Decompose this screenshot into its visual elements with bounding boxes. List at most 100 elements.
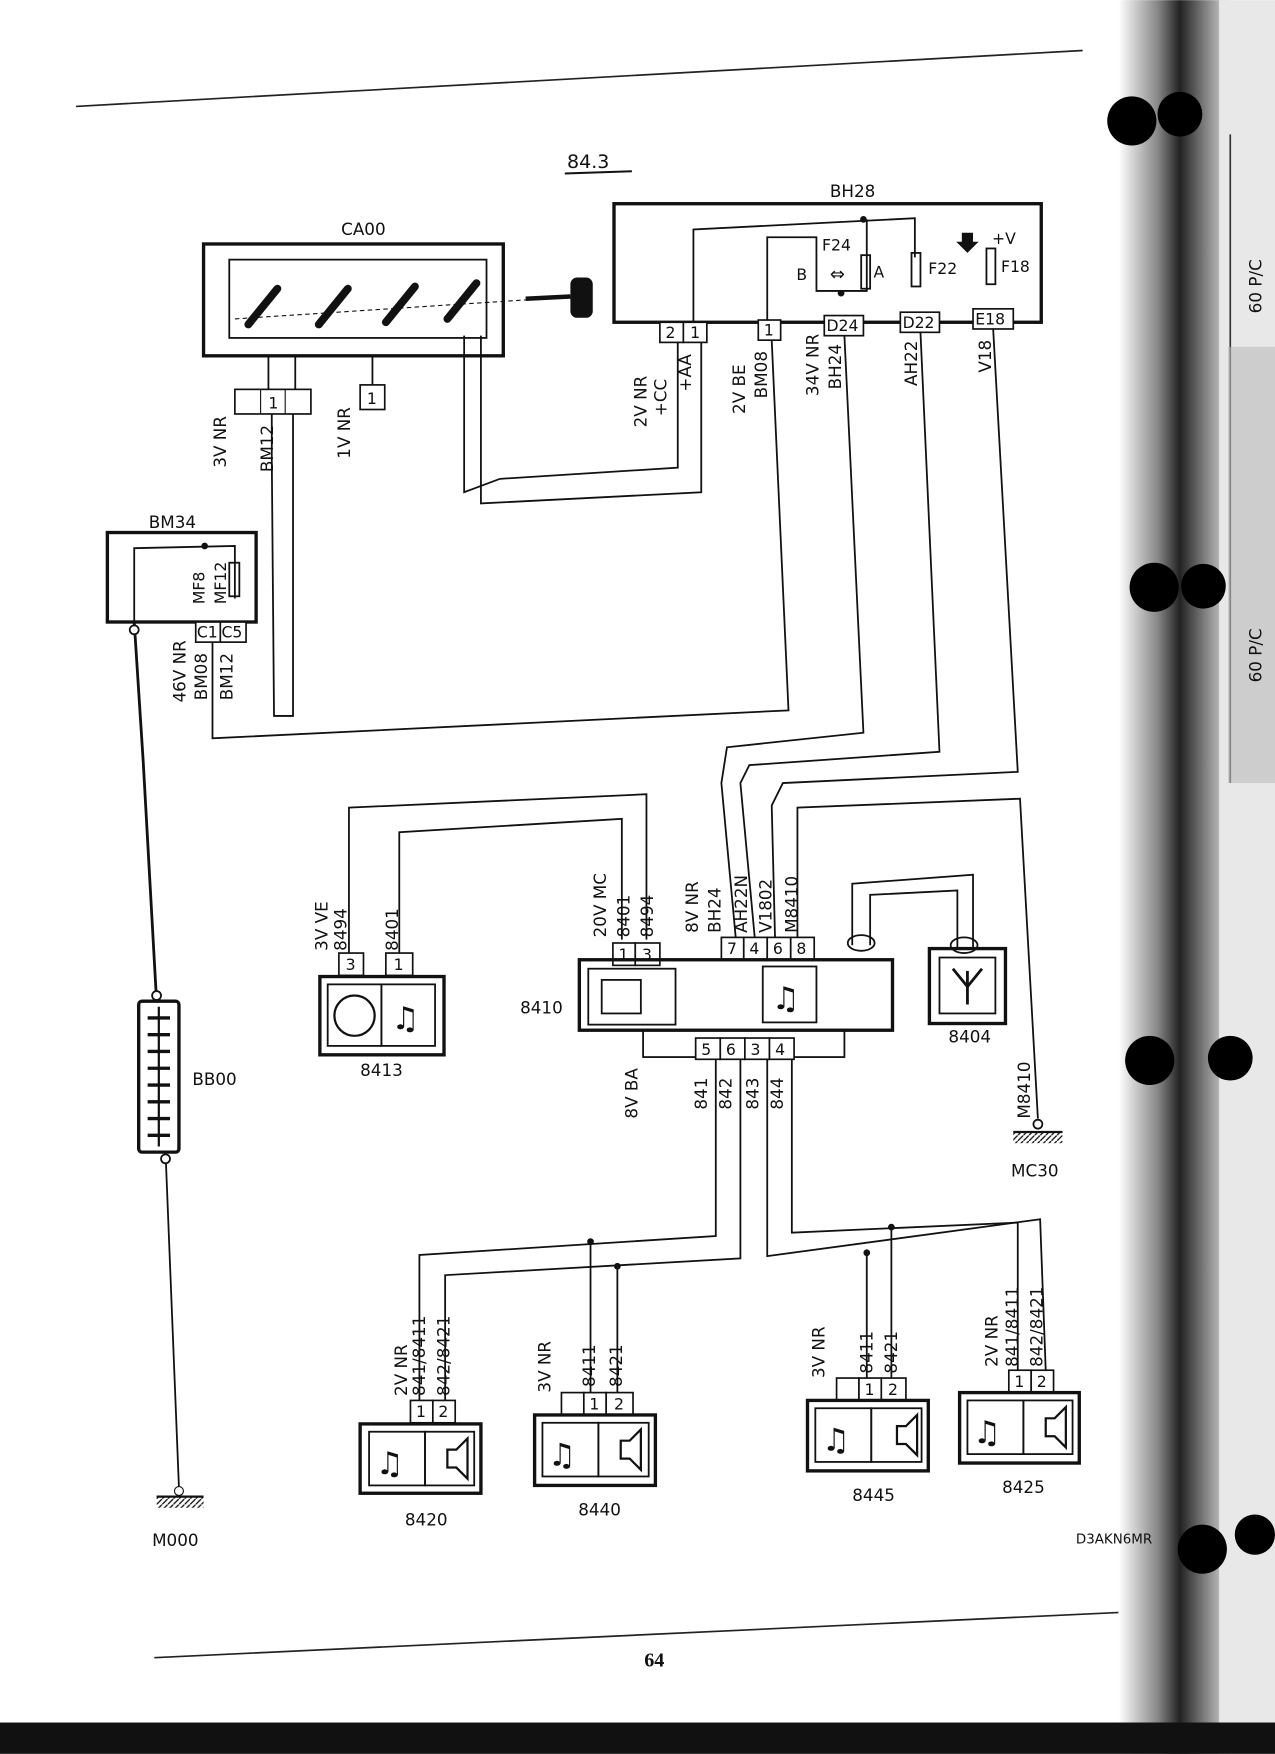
wire-label: V18 [975,340,995,373]
svg-text:4: 4 [775,1040,785,1059]
speaker-icon [1044,1404,1067,1451]
svg-text:6: 6 [773,939,783,958]
side-tab-label: 60 P/C [1246,259,1266,313]
svg-text:844: 844 [767,1078,787,1110]
page-number: 64 [644,1650,664,1672]
down-arrow-icon [956,232,979,253]
svg-text:8411: 8411 [579,1344,599,1387]
wire-label: BM08 [751,351,771,398]
svg-text:C5: C5 [221,623,242,642]
m000-label: M000 [152,1530,198,1550]
fuse-label: F22 [928,259,957,278]
svg-text:2V NR: 2V NR [391,1344,411,1396]
svg-text:8440: 8440 [578,1500,621,1520]
label-8410: 8410 [520,997,563,1017]
mc30-ground: M8410 MC30 [1011,1061,1063,1181]
svg-text:1: 1 [764,321,774,340]
svg-text:3: 3 [750,1040,760,1059]
svg-text:2: 2 [438,1402,448,1421]
svg-text:D24: D24 [827,316,859,335]
svg-text:1: 1 [865,1380,875,1399]
chip-icon [600,979,642,1015]
speaker-8425: 1 2 ♫ 2V NR 841/8411 842/8421 8425 [957,1287,1081,1497]
connector-8413: 3 1 ♫ 3V VE 8494 8401 8413 [312,901,446,1080]
svg-text:842: 842 [715,1078,735,1110]
swap-arrow-icon: ⇔ [830,264,845,285]
svg-text:8421: 8421 [606,1344,626,1387]
music-note-icon: ♫ [822,1423,850,1459]
svg-text:V1802: V1802 [756,879,776,933]
svg-text:843: 843 [742,1078,762,1110]
music-note-icon: ♫ [973,1415,1001,1451]
wire-label: BH24 [825,344,845,389]
svg-text:7: 7 [727,939,737,958]
svg-text:1: 1 [1014,1372,1024,1391]
mc30-label: MC30 [1011,1161,1059,1181]
svg-text:MF12: MF12 [211,562,230,604]
svg-text:841/8411: 841/8411 [1002,1287,1022,1367]
svg-text:8421: 8421 [881,1331,901,1374]
music-note-icon: ♫ [391,1001,419,1037]
svg-text:3V NR: 3V NR [534,1341,554,1393]
fuse-mark: B [796,265,807,284]
wires [128,328,1047,1488]
svg-text:3V NR: 3V NR [808,1326,828,1378]
svg-text:M8410: M8410 [1014,1061,1034,1118]
wire-label: 3V NR [210,416,230,468]
antenna-8404: 8404 [927,946,1008,1047]
svg-text:2: 2 [888,1380,898,1399]
fuse-mark: +V [992,229,1016,248]
ca00-label: CA00 [341,219,386,239]
svg-text:6: 6 [726,1040,736,1059]
binder-holes [1107,91,1275,1574]
wire-label: BM12 [217,653,237,700]
svg-text:1: 1 [589,1394,599,1413]
svg-text:2: 2 [665,323,675,342]
bh28-label: BH28 [830,181,875,201]
bb00-battery: BB00 [137,999,237,1154]
bb00-label: BB00 [192,1069,236,1089]
label-8404: 8404 [948,1027,991,1047]
svg-text:1: 1 [394,955,404,974]
svg-text:841/8411: 841/8411 [409,1316,429,1396]
pin-label: 1 [367,389,377,408]
svg-text:8401: 8401 [382,908,402,951]
svg-text:842/8421: 842/8421 [1026,1287,1046,1367]
pin-label: 1 [268,393,278,412]
svg-text:8: 8 [796,939,806,958]
fuse-mark: A [873,263,884,282]
bh28-fuse-box: BH28 F24 F22 F18 B A +V ⇔ 2 1 1 D24 D22 … [612,181,1043,427]
side-tab-label: 60 P/C [1246,628,1266,682]
svg-text:8V BA: 8V BA [622,1068,642,1119]
m000-ground: M000 [152,1485,204,1550]
bm34-label: BM34 [149,512,196,532]
svg-text:MF8: MF8 [190,572,209,604]
svg-text:8425: 8425 [1002,1477,1045,1497]
ca00-ignition-switch: CA00 1 1 3V NR BM12 1V NR [201,219,593,472]
speaker-8440: 1 2 ♫ 3V NR 8411 8421 8440 [532,1341,658,1520]
wire-label: +AA [675,354,695,392]
speaker-8420: 1 2 ♫ 2V NR 841/8411 842/8421 8420 [358,1316,483,1530]
svg-text:2: 2 [1037,1372,1047,1391]
wire-label: 46V NR [170,640,190,703]
radio-8410: 8410 1 3 7 4 6 8 ♫ 5 6 3 4 20V MC 8401 8… [520,873,895,1119]
svg-text:M8410: M8410 [781,876,801,933]
music-note-icon: ♫ [772,981,800,1017]
section-title: 84.3 [567,151,609,173]
svg-text:20V MC: 20V MC [590,873,610,937]
svg-text:8494: 8494 [637,895,657,938]
music-note-icon: ♫ [548,1437,576,1473]
wire-label: +CC [651,379,671,416]
svg-text:E18: E18 [975,310,1005,329]
speaker-8445: 1 2 ♫ 3V NR 8411 8421 8445 [805,1326,930,1505]
svg-text:8411: 8411 [856,1331,876,1374]
fuse-label: F24 [822,236,851,255]
svg-text:841: 841 [691,1078,711,1110]
svg-text:8420: 8420 [405,1510,448,1530]
svg-text:AH22N: AH22N [731,875,751,933]
svg-text:BH24: BH24 [704,887,724,932]
svg-text:3V VE: 3V VE [312,901,332,951]
svg-text:8494: 8494 [331,908,351,951]
svg-text:8445: 8445 [852,1485,895,1505]
